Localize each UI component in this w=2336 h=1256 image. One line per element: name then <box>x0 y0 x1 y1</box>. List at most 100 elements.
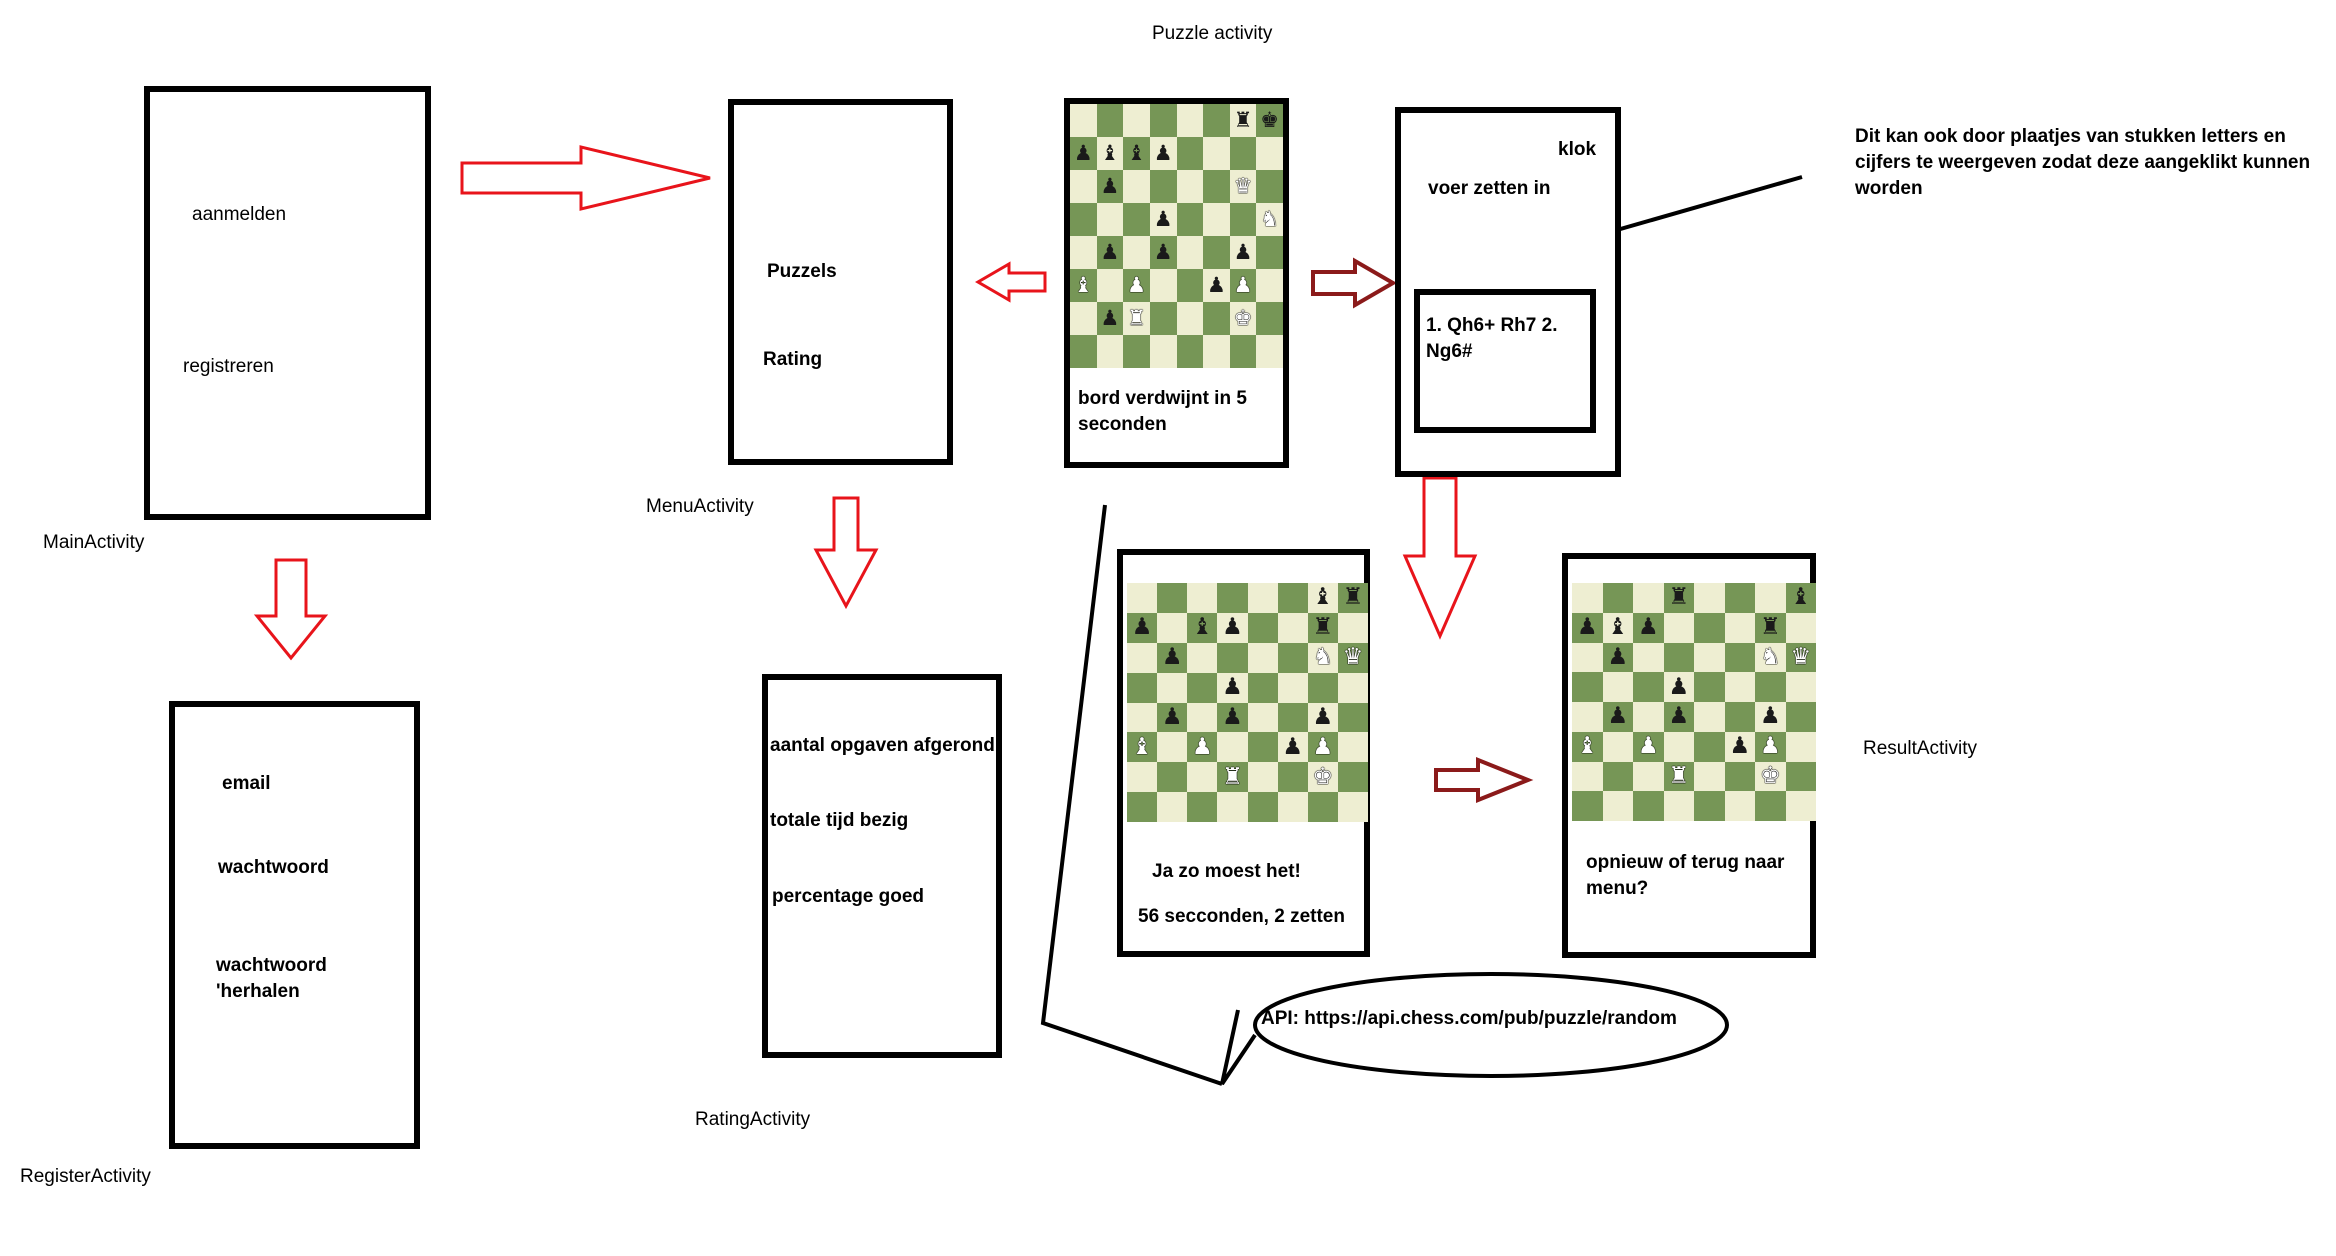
white-pawn-icon: ♟ <box>1192 733 1213 760</box>
board-square <box>1277 612 1308 643</box>
board-square <box>1337 762 1368 793</box>
board-square: ♟ <box>1096 236 1124 269</box>
board-square <box>1070 170 1097 203</box>
white-king-icon: ♚ <box>1759 762 1781 789</box>
board-square <box>1633 702 1664 732</box>
board-square <box>1633 672 1664 702</box>
arrow-success-to-result <box>1434 757 1534 803</box>
white-pawn-icon: ♟ <box>1637 733 1659 760</box>
board-square <box>1229 335 1257 368</box>
board-square <box>1247 702 1278 733</box>
board-square <box>1157 732 1188 763</box>
board-square <box>1256 137 1283 170</box>
board-square: ♟ <box>1602 702 1633 732</box>
board-square <box>1785 672 1816 702</box>
move-input-field[interactable]: 1. Qh6+ Rh7 2. Ng6# <box>1414 289 1596 433</box>
white-queen-icon: ♛ <box>1233 174 1253 198</box>
board-square: ♛ <box>1337 642 1368 673</box>
black-pawn-icon: ♟ <box>1100 240 1120 264</box>
board-square: ♚ <box>1229 302 1257 335</box>
white-queen-icon: ♛ <box>1342 644 1364 671</box>
board-square <box>1572 791 1603 821</box>
success-message: Ja zo moest het! <box>1152 861 1301 882</box>
email-field[interactable]: email <box>222 773 271 794</box>
board-square <box>1229 137 1257 170</box>
board-square <box>1785 761 1816 792</box>
board-square: ♟ <box>1755 731 1786 762</box>
design-note: Dit kan ook door plaatjes van stukken le… <box>1855 126 2311 199</box>
board-square <box>1724 672 1755 702</box>
black-bishop-icon: ♝ <box>1607 614 1629 641</box>
board-square <box>1217 642 1248 673</box>
board-square <box>1157 672 1188 703</box>
stat-completed-puzzles: aantal opgaven afgerond <box>770 735 995 756</box>
white-queen-icon: ♛ <box>1790 643 1812 670</box>
board-square <box>1127 583 1158 613</box>
black-pawn-icon: ♟ <box>1153 141 1173 165</box>
retry-or-menu-prompt[interactable]: opnieuw of terug naar menu? <box>1586 852 1785 899</box>
black-pawn-icon: ♟ <box>1759 703 1781 730</box>
board-square: ♛ <box>1785 642 1816 673</box>
board-square: ♟ <box>1633 612 1664 643</box>
board-square: ♟ <box>1123 269 1150 302</box>
menu-item-puzzels[interactable]: Puzzels <box>767 261 837 282</box>
black-pawn-icon: ♟ <box>1153 240 1173 264</box>
black-bishop-icon: ♝ <box>1192 614 1213 641</box>
board-square: ♟ <box>1149 137 1177 170</box>
black-pawn-icon: ♟ <box>1161 644 1183 671</box>
board-square <box>1694 672 1725 702</box>
stat-percentage-correct: percentage goed <box>772 886 925 907</box>
board-square <box>1157 762 1188 793</box>
board-square: ♜ <box>1229 104 1257 137</box>
stat-total-time: totale tijd bezig <box>770 810 909 831</box>
board-square <box>1149 269 1177 302</box>
board-square: ♟ <box>1229 269 1257 302</box>
menu-item-rating[interactable]: Rating <box>763 349 823 370</box>
board-square: ♟ <box>1157 702 1188 733</box>
arrow-input-to-success <box>1402 476 1478 640</box>
board-square: ♟ <box>1572 612 1603 643</box>
black-pawn-icon: ♟ <box>1282 733 1303 760</box>
board-square: ♟ <box>1157 642 1188 673</box>
board-square: ♟ <box>1203 269 1230 302</box>
white-king-icon: ♚ <box>1233 306 1253 330</box>
api-bubble-shape <box>1253 972 1729 1078</box>
password-field[interactable]: wachtwoord <box>218 857 329 878</box>
board-square: ♚ <box>1307 762 1338 793</box>
white-pawn-icon: ♟ <box>1312 733 1334 760</box>
board-square <box>1176 170 1204 203</box>
board-square <box>1187 642 1218 673</box>
board-square <box>1157 792 1188 822</box>
board-square <box>1663 612 1694 643</box>
success-stats: 56 secconden, 2 zetten <box>1138 906 1345 927</box>
board-square <box>1633 583 1664 613</box>
black-pawn-icon: ♟ <box>1637 614 1659 641</box>
board-square <box>1070 302 1097 335</box>
success-screen: ♝♜♟♝♟♜♟♞♛♟♟♟♟♝♟♟♟♜♚ Ja zo moest het! 56 … <box>1117 549 1370 957</box>
white-king-icon: ♚ <box>1312 763 1334 790</box>
register-option[interactable]: registreren <box>183 356 274 377</box>
board-square: ♟ <box>1663 672 1694 702</box>
repeat-password-field[interactable]: wachtwoord 'herhalen <box>216 955 327 1002</box>
board-square <box>1229 203 1257 236</box>
board-square <box>1572 702 1603 732</box>
board-square <box>1724 583 1755 613</box>
board-square: ♚ <box>1256 104 1283 137</box>
board-square <box>1602 731 1633 762</box>
api-endpoint-text: API: https://api.chess.com/pub/puzzle/ra… <box>1261 1008 1677 1029</box>
board-square <box>1694 702 1725 732</box>
board-square <box>1217 732 1248 763</box>
board-square <box>1277 672 1308 703</box>
board-square: ♝ <box>1572 731 1603 762</box>
board-square: ♛ <box>1229 170 1257 203</box>
board-square <box>1123 170 1150 203</box>
board-square <box>1203 170 1230 203</box>
board-square <box>1633 791 1664 821</box>
board-square <box>1123 335 1150 368</box>
login-option[interactable]: aanmelden <box>192 204 287 225</box>
result-activity-screen: ♜♝♟♝♟♜♟♞♛♟♟♟♟♝♟♟♟♜♚ opnieuw of terug naa… <box>1562 553 1816 958</box>
board-square <box>1277 642 1308 673</box>
board-square <box>1785 731 1816 762</box>
board-square <box>1176 104 1204 137</box>
board-square: ♜ <box>1663 583 1694 613</box>
